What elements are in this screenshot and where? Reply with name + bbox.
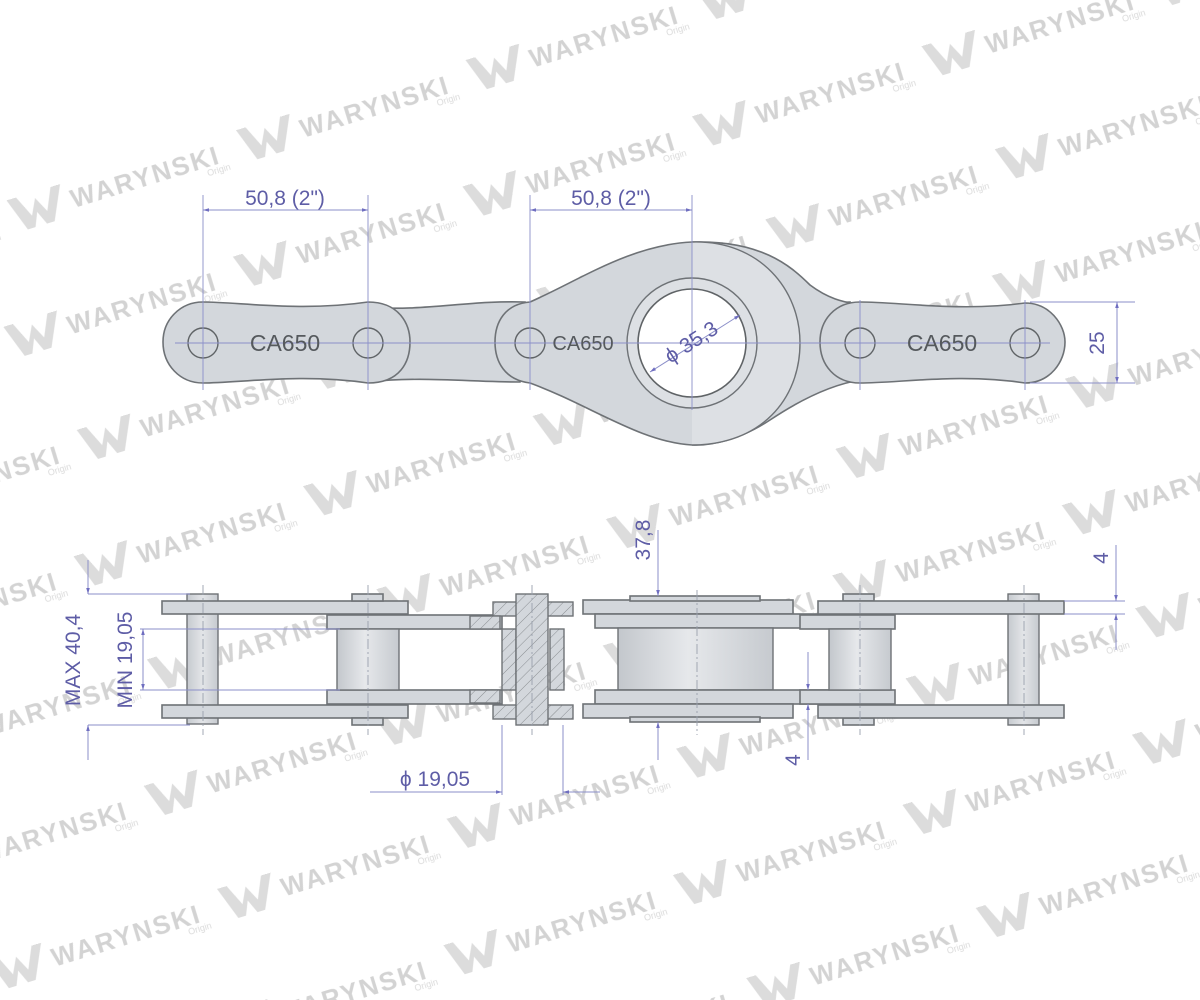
bore-diameter-line	[649, 314, 741, 373]
outer-plate-bottom	[817, 704, 1065, 719]
pin-head	[842, 593, 875, 602]
hub-flange-bottom	[629, 716, 761, 723]
section-inner-bottom	[469, 689, 501, 704]
pitch-dimension-left: 50,8 (2")	[245, 187, 325, 210]
pin-head	[351, 593, 384, 602]
link-label-left: CA650	[250, 330, 320, 356]
inner-plate-top	[326, 614, 503, 630]
inner-link-left	[367, 300, 526, 383]
max-width: MAX 40,4	[62, 614, 85, 707]
pin-left	[186, 593, 219, 725]
inner-plate-top	[799, 614, 896, 630]
top-view: CA650 CA650 CA650 50,8 (2") 50,8 (2") ϕ …	[162, 187, 1135, 446]
side-view: MAX 40,4 MIN 19,05 37,8 4 4 ϕ 19,05	[62, 520, 1125, 795]
link-label-center: CA650	[552, 333, 613, 355]
plate-height: 25	[1086, 331, 1109, 354]
min-inner-width: MIN 19,05	[114, 612, 137, 709]
pin-right	[1007, 593, 1040, 726]
hub-plate-top	[582, 599, 794, 615]
hub-cylinder	[617, 627, 774, 691]
inner-plate-bottom	[326, 689, 503, 705]
hub-width: 37,8	[632, 520, 655, 561]
roller-diameter: ϕ 19,05	[400, 768, 470, 791]
outer-plate-top	[817, 600, 1065, 615]
link-label-right: CA650	[907, 330, 977, 356]
outer-plate-top	[161, 600, 409, 615]
plate-thickness-bottom: 4	[782, 754, 805, 766]
section-bushing-left	[501, 628, 517, 691]
plate-thickness-top: 4	[1090, 552, 1113, 564]
pitch-dimension-center: 50,8 (2")	[571, 187, 651, 210]
outer-plate-bottom	[161, 704, 409, 719]
section-inner-top	[469, 615, 501, 630]
hub-plate-bottom	[582, 703, 794, 719]
pin-head	[842, 717, 875, 726]
hub-flange-top	[629, 595, 761, 602]
pin-head	[351, 717, 384, 726]
section-bushing-right	[549, 628, 565, 691]
inner-plate-bottom	[799, 689, 896, 705]
